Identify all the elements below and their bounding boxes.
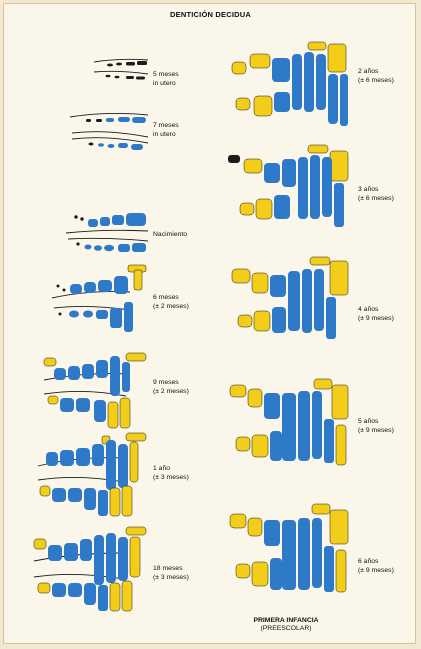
jaw-6-anios bbox=[226, 500, 352, 610]
jaw-1-anio bbox=[34, 430, 150, 520]
stage-label-5-anios: 5 años(± 9 meses) bbox=[358, 418, 394, 435]
jaw-2-anios bbox=[228, 40, 352, 140]
stage-label-6-anios: 6 años(± 9 meses) bbox=[358, 558, 394, 575]
footer-caption: PRIMERA INFANCIA (PREESCOLAR) bbox=[216, 617, 356, 633]
jaw-18-meses bbox=[30, 525, 150, 615]
jaw-3-anios bbox=[226, 143, 352, 243]
stage-label-nacimiento: Nacimiento bbox=[153, 231, 187, 240]
stage-label-3-anios: 3 años(± 6 meses) bbox=[358, 186, 394, 203]
footer-line-1: PRIMERA INFANCIA bbox=[216, 617, 356, 625]
stage-label-2-anios: 2 años(± 6 meses) bbox=[358, 68, 394, 85]
jaw-7-meses-in-utero bbox=[66, 103, 150, 153]
jaw-4-anios bbox=[226, 255, 352, 355]
stage-label-1-anio: 1 año(± 3 meses) bbox=[153, 465, 189, 482]
jaw-6-meses bbox=[48, 262, 150, 338]
stage-label-4-anios: 4 años(± 9 meses) bbox=[358, 306, 394, 323]
footer-line-2: (PREESCOLAR) bbox=[216, 625, 356, 633]
jaw-nacimiento bbox=[62, 207, 150, 257]
stage-label-9-meses: 9 meses(± 2 meses) bbox=[153, 379, 189, 396]
figure-title: DENTICIÓN DECIDUA bbox=[0, 10, 421, 19]
jaw-5-meses-in-utero bbox=[90, 52, 150, 82]
jaw-5-anios bbox=[226, 375, 352, 483]
stage-label-18-meses: 18 meses(± 3 meses) bbox=[153, 565, 189, 582]
stage-label-6-meses: 6 meses(± 2 meses) bbox=[153, 294, 189, 311]
jaw-9-meses bbox=[40, 350, 150, 432]
